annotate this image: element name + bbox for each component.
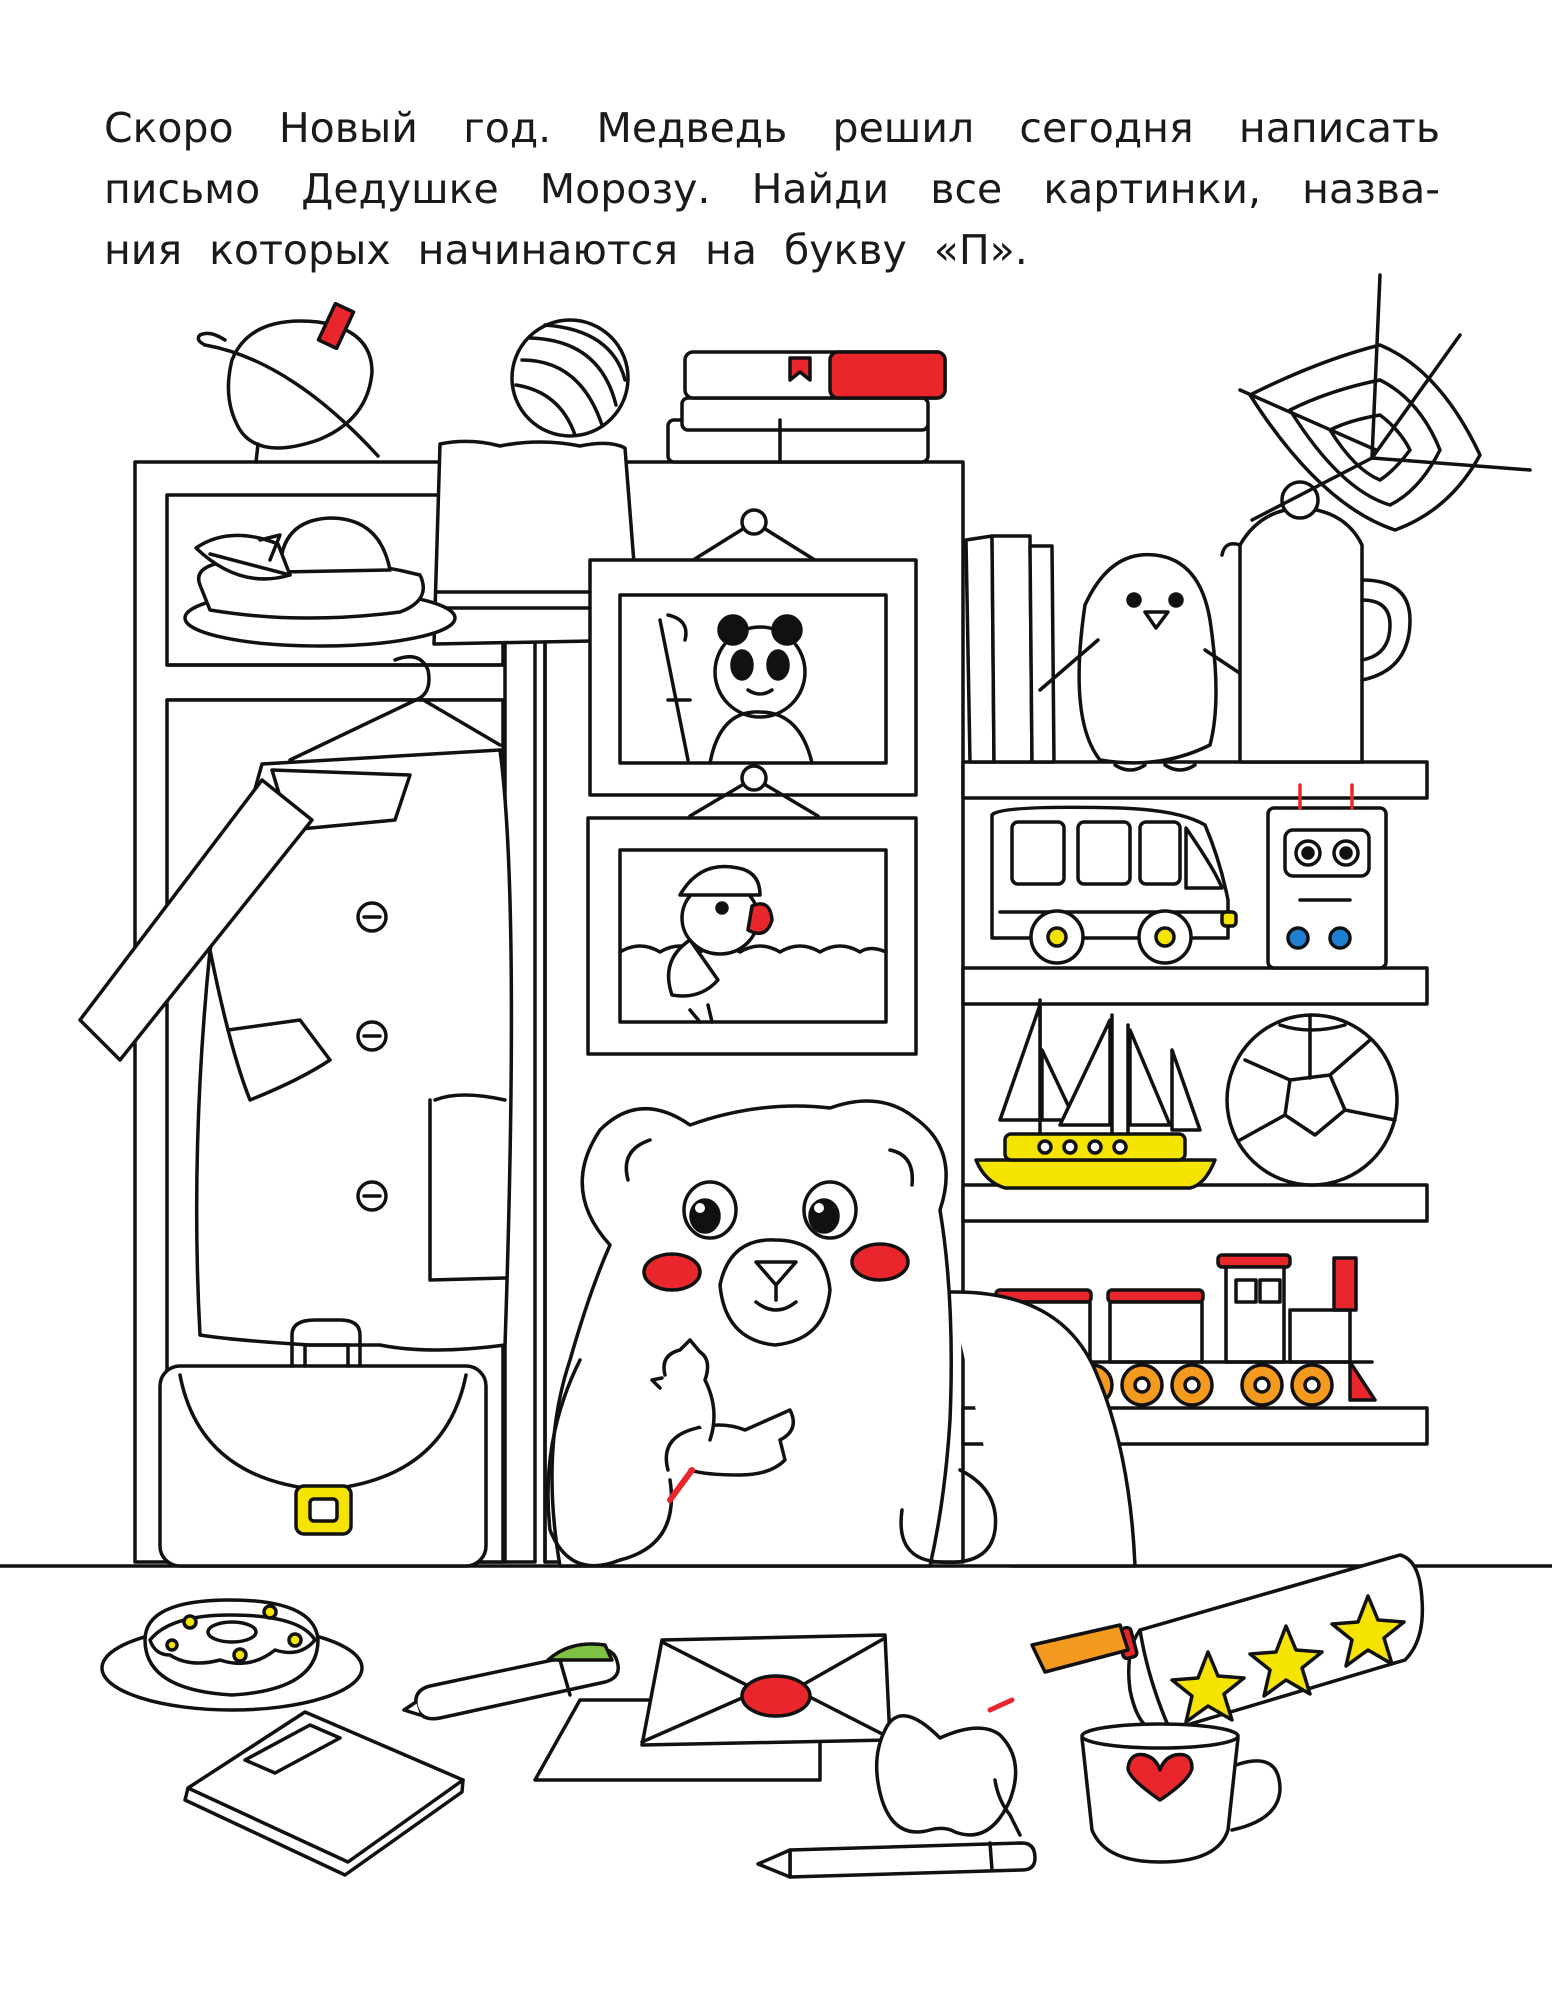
notebook-icon [185, 1712, 463, 1875]
task-instructions: Скоро Новый год. Медведь решил сегодня н… [104, 98, 1440, 281]
spinning-top-icon [198, 304, 378, 462]
right-shelves [963, 762, 1427, 1444]
panda-picture-icon [590, 510, 916, 795]
coat-icon [80, 657, 511, 1350]
task-line-1: Скоро Новый год. Медведь решил сегодня н… [104, 104, 1440, 152]
standing-books-icon [966, 536, 1054, 762]
letter-icon [535, 1635, 890, 1780]
donut-icon [102, 1600, 362, 1710]
toy-train-icon [996, 1255, 1375, 1405]
sailboat-icon [976, 1000, 1215, 1188]
pencil-icon [758, 1843, 1035, 1877]
task-line-2: письмо Дедушке Морозу. Найди все картинк… [104, 165, 1440, 213]
penguin-icon [1040, 555, 1265, 770]
bear-icon [548, 1101, 1135, 1566]
bus-icon [992, 807, 1236, 963]
briefcase-icon [160, 1320, 486, 1566]
task-line-3: ния которых начинаются на букву «П». [104, 226, 1028, 274]
hat-icon [185, 518, 455, 646]
parrot-picture-icon [588, 766, 916, 1054]
pencil-case-icon [1032, 1555, 1422, 1732]
striped-ball-icon [512, 320, 628, 436]
soccer-ball-icon [1227, 1015, 1397, 1185]
books-stack-icon [668, 352, 945, 462]
apple-icon [877, 1700, 1020, 1835]
robot-box-icon [1268, 785, 1386, 968]
marker-icon [404, 1644, 618, 1719]
spider-web-icon [1240, 275, 1530, 530]
cup-icon [1082, 1724, 1280, 1862]
